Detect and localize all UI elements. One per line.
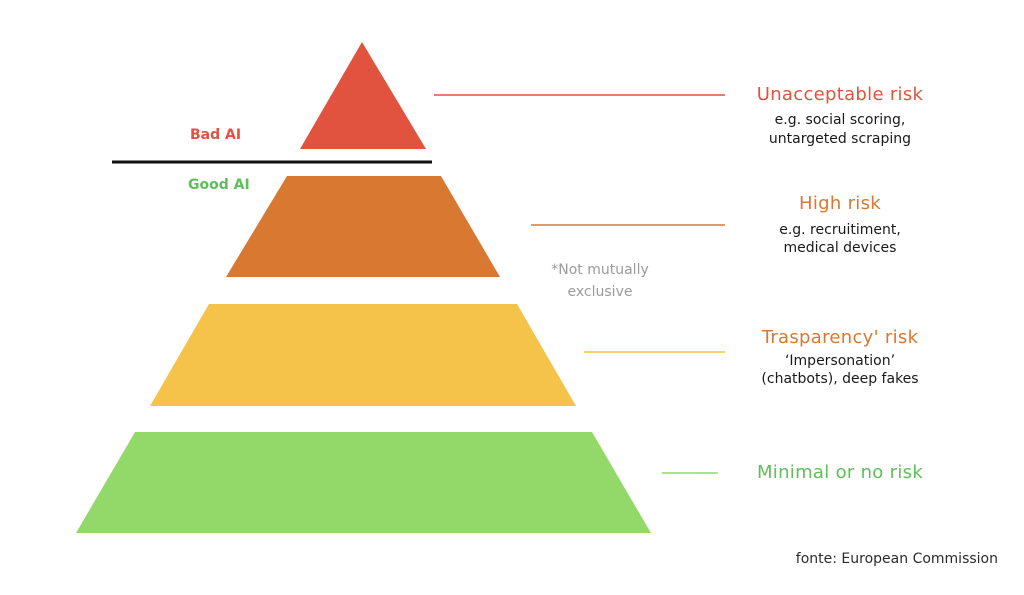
bad-ai-label: Bad AI bbox=[190, 127, 242, 143]
tier-high-example-1: e.g. recruitiment, bbox=[779, 222, 901, 238]
good-ai-label: Good AI bbox=[188, 177, 250, 193]
tier-transparency-example-2: (chatbots), deep fakes bbox=[761, 371, 919, 387]
tier-high-title: High risk bbox=[799, 193, 881, 214]
not-mutually-exclusive-note-1: *Not mutually bbox=[551, 262, 649, 278]
tier-unacceptable-example-2: untargeted scraping bbox=[768, 131, 912, 147]
tier-high-example-2: medical devices bbox=[783, 240, 897, 256]
tier-transparency-shape bbox=[150, 304, 576, 406]
not-mutually-exclusive-note-2: exclusive bbox=[567, 284, 633, 300]
source-credit: fonte: European Commission bbox=[795, 551, 998, 567]
tier-transparency-title: Trasparency' risk bbox=[761, 327, 919, 348]
tier-minimal-title: Minimal or no risk bbox=[756, 462, 924, 483]
tier-transparency-example-1: ‘Impersonation’ bbox=[784, 353, 896, 369]
tier-unacceptable-example-1: e.g. social scoring, bbox=[774, 112, 906, 128]
tier-high-shape bbox=[226, 176, 500, 277]
tier-unacceptable-shape bbox=[300, 42, 426, 149]
tier-unacceptable-title: Unacceptable risk bbox=[756, 84, 924, 105]
tier-minimal-shape bbox=[76, 432, 651, 533]
